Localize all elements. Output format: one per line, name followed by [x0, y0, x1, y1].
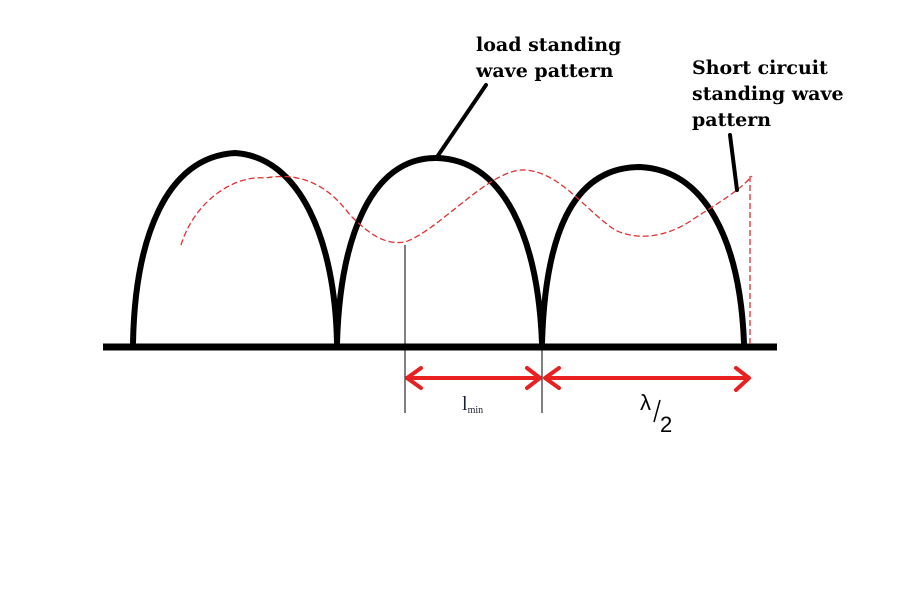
short-circuit-label-leader [728, 133, 739, 192]
half-wavelength-numerator: λ [640, 390, 651, 415]
half-wavelength-label: λ 2 [640, 390, 672, 437]
load-label-line-1: load standing [476, 34, 622, 56]
half-wavelength-dimension-arrow [543, 366, 751, 392]
load-label-line-2: wave pattern [476, 60, 614, 82]
load-standing-wave-pattern [130, 150, 747, 346]
half-wavelength-denominator: 2 [660, 412, 672, 437]
short-label-line-3: pattern [692, 109, 772, 131]
load-standing-wave-label: load standing wave pattern [476, 32, 621, 84]
lmin-label-main: l [462, 393, 468, 415]
short-circuit-standing-wave-pattern [180, 169, 753, 246]
half-wavelength-slash [653, 399, 661, 423]
short-label-line-1: Short circuit [692, 57, 828, 79]
lmin-label-subscript: min [467, 405, 484, 416]
lmin-label: lmin [462, 393, 483, 416]
lmin-dimension-arrow [405, 366, 542, 390]
load-label-leader [435, 83, 488, 159]
short-circuit-standing-wave-label: Short circuit standing wave pattern [692, 55, 844, 133]
short-label-line-2: standing wave [692, 83, 844, 105]
